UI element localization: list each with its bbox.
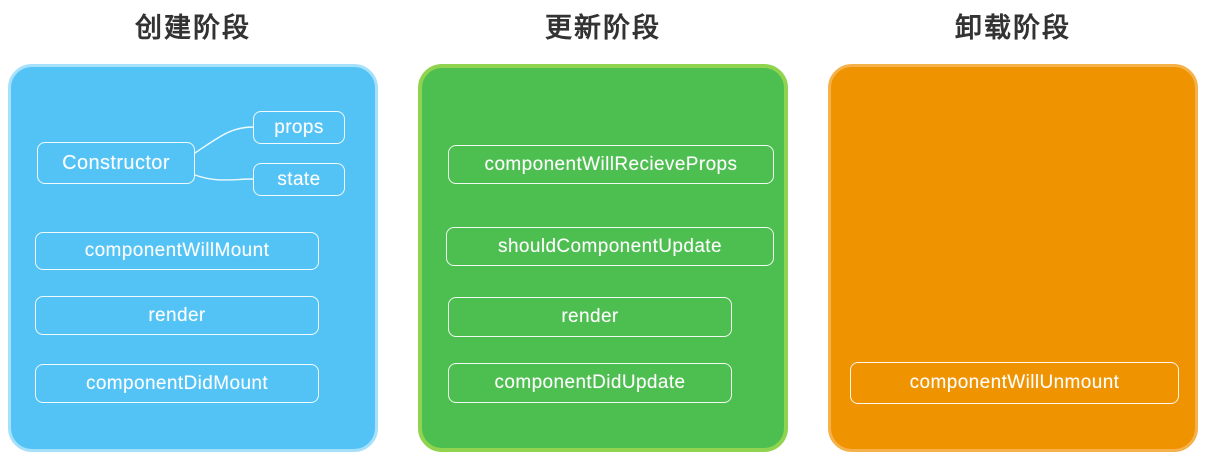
node-render-creation: render: [35, 296, 319, 335]
panel-unmount-phase: componentWillUnmount: [828, 64, 1198, 452]
panel-creation-phase: Constructor props state componentWillMou…: [8, 64, 378, 452]
node-component-did-mount: componentDidMount: [35, 364, 319, 403]
node-constructor: Constructor: [37, 142, 195, 184]
connector-constructor-to-props: [194, 126, 254, 154]
phase-title-unmount: 卸载阶段: [955, 13, 1071, 43]
node-component-did-update: componentDidUpdate: [448, 363, 732, 403]
connector-constructor-to-state: [194, 174, 254, 181]
phase-title-update: 更新阶段: [545, 13, 661, 43]
phase-title-creation: 创建阶段: [135, 13, 251, 43]
node-should-component-update: shouldComponentUpdate: [446, 227, 774, 266]
node-component-will-mount: componentWillMount: [35, 232, 319, 270]
node-render-update: render: [448, 297, 732, 337]
node-component-will-recieve-props: componentWillRecieveProps: [448, 145, 774, 184]
node-state: state: [253, 163, 345, 196]
panel-update-phase: componentWillRecieveProps shouldComponen…: [418, 64, 788, 452]
node-component-will-unmount: componentWillUnmount: [850, 362, 1179, 404]
node-props: props: [253, 111, 345, 144]
